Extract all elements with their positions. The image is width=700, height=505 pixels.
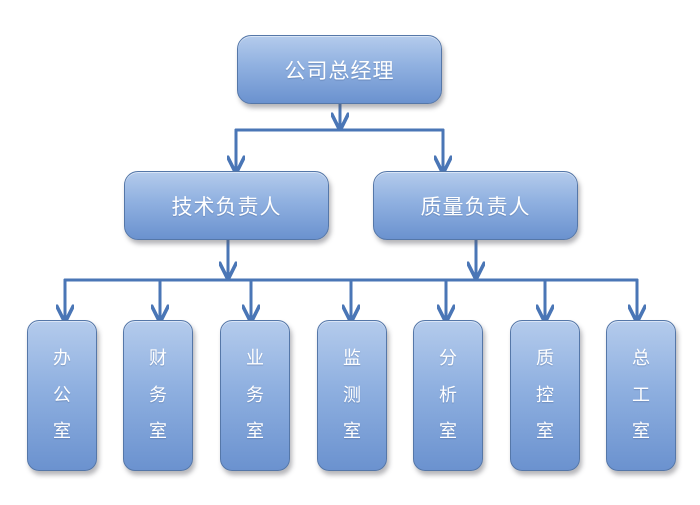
dept-char: 业 xyxy=(246,347,264,369)
dept-char: 监 xyxy=(343,347,361,369)
dept-char: 析 xyxy=(439,384,457,406)
manager-label: 技术负责人 xyxy=(171,194,282,219)
dept-node-5: 分 析 室 xyxy=(413,320,483,471)
manager-label: 质量负责人 xyxy=(420,194,531,219)
dept-char: 办 xyxy=(53,347,71,369)
dept-char: 室 xyxy=(536,421,554,443)
dept-char: 质 xyxy=(536,347,554,369)
dept-char: 室 xyxy=(149,421,167,443)
manager-node-tech: 技术负责人 xyxy=(124,171,329,240)
dept-node-2: 财 务 室 xyxy=(123,320,193,471)
dept-node-1: 办 公 室 xyxy=(27,320,97,471)
dept-char: 分 xyxy=(439,347,457,369)
dept-char: 室 xyxy=(53,421,71,443)
dept-node-4: 监 测 室 xyxy=(317,320,387,471)
dept-node-7: 总 工 室 xyxy=(606,320,676,471)
root-node: 公司总经理 xyxy=(237,35,442,104)
dept-node-3: 业 务 室 xyxy=(220,320,290,471)
dept-char: 公 xyxy=(53,384,71,406)
dept-char: 务 xyxy=(246,384,264,406)
root-label: 公司总经理 xyxy=(284,58,395,83)
dept-node-6: 质 控 室 xyxy=(510,320,580,471)
manager-node-quality: 质量负责人 xyxy=(373,171,578,240)
dept-char: 总 xyxy=(632,347,650,369)
dept-char: 室 xyxy=(439,421,457,443)
dept-char: 务 xyxy=(149,384,167,406)
dept-char: 室 xyxy=(343,421,361,443)
dept-char: 财 xyxy=(149,347,167,369)
dept-char: 控 xyxy=(536,384,554,406)
dept-char: 室 xyxy=(246,421,264,443)
dept-char: 测 xyxy=(343,384,361,406)
dept-char: 工 xyxy=(632,384,650,406)
dept-char: 室 xyxy=(632,421,650,443)
